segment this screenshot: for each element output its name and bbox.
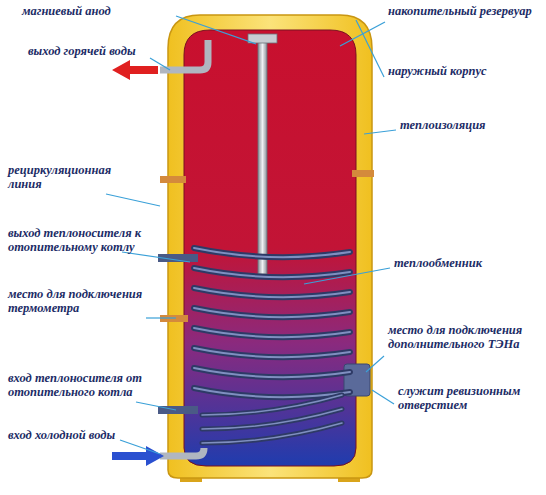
coil-turn: [194, 288, 350, 297]
coil-turn: [194, 328, 350, 337]
coil-turn: [194, 268, 350, 277]
leader-lines: [106, 16, 396, 454]
part-label: место для подключения дополнительного ТЭ…: [388, 323, 540, 351]
coil-turn: [194, 368, 350, 377]
cold-water-pipe: [160, 448, 204, 456]
coil-turn: [194, 348, 350, 357]
coil-turn: [194, 288, 350, 297]
part-label: теплоизоляция: [400, 118, 540, 132]
anode-cap: [248, 34, 277, 43]
coil-turn: [194, 248, 350, 257]
magnesium-anode: [258, 42, 267, 274]
coil-turn: [202, 423, 342, 443]
coil-turn: [194, 248, 350, 257]
hot-water-pipe: [160, 40, 208, 70]
part-label: наружный корпус: [388, 64, 538, 78]
part-label: теплообменник: [394, 256, 539, 270]
side-stub: [352, 170, 374, 177]
coil-turn: [194, 348, 350, 357]
coil-turn: [194, 388, 350, 397]
coil-turn: [194, 308, 350, 317]
outer-casing: [168, 15, 372, 478]
storage-tank: [184, 30, 356, 466]
part-label: вход холодной воды: [8, 428, 158, 442]
part-label: вход теплоносителя от отопительного котл…: [8, 371, 148, 399]
recirculation-stub: [160, 176, 186, 183]
part-label: магниевый анод: [22, 4, 172, 18]
part-label: служит ревизионным отверстием: [398, 384, 538, 412]
heat-exchanger-coil: [194, 248, 350, 443]
coil-turn: [202, 423, 342, 443]
coil-turn: [194, 308, 350, 317]
part-label: рециркуляционная линия: [8, 163, 118, 191]
hot-arrow: [112, 60, 158, 80]
cold-arrow: [112, 446, 164, 466]
part-label: выход теплоносителя к отопительному котл…: [8, 226, 158, 254]
coil-turn: [194, 268, 350, 277]
coil-turn: [194, 388, 350, 397]
part-label: накопительный резервуар: [388, 4, 538, 18]
coil-turn: [194, 328, 350, 337]
part-label: место для подключения термометра: [8, 287, 148, 315]
part-label: выход горячей воды: [28, 44, 178, 58]
coil-turn: [194, 368, 350, 377]
